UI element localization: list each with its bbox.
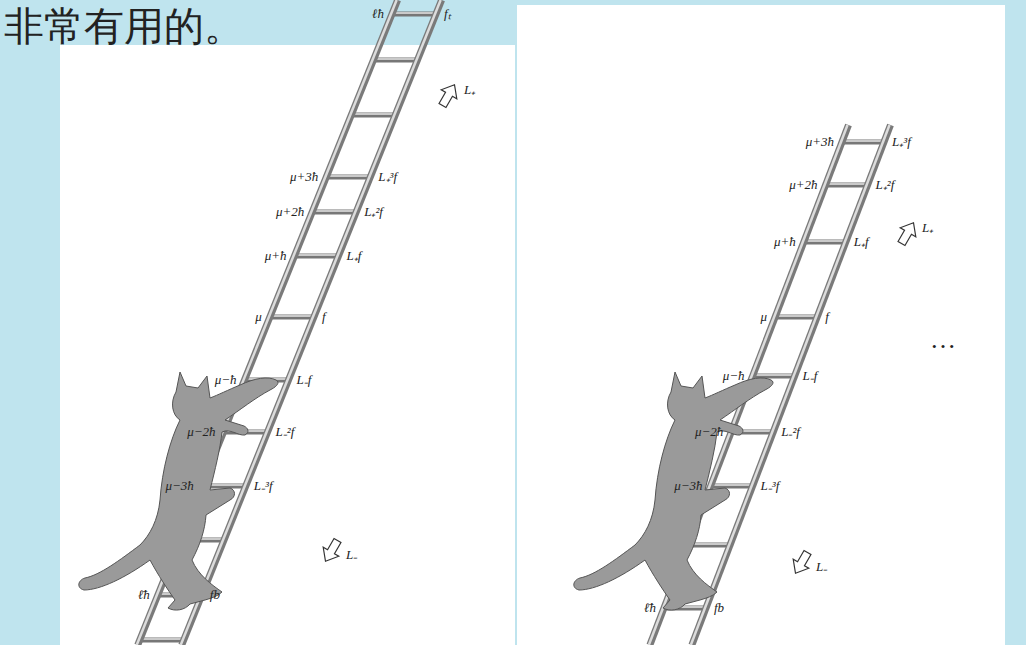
operator-label: L₋: [816, 560, 827, 574]
ladder-rung: [373, 58, 417, 63]
cat-silhouettes: [79, 372, 773, 610]
rung-highlight: [392, 12, 436, 14]
eigenvalue-label: μ−2ħ: [695, 425, 723, 439]
rail-highlight: [691, 125, 890, 645]
ellipsis-mark: …: [930, 326, 956, 355]
ladder-rail: [182, 0, 442, 645]
rung-highlight: [326, 175, 370, 177]
ladder-rung: [312, 210, 356, 215]
eigenfunction-label: L₊²f: [364, 205, 383, 219]
rung-highlight: [312, 210, 356, 212]
rung-highlight: [140, 638, 184, 640]
ladder-rail: [692, 125, 891, 645]
ladders: [137, 0, 891, 645]
eigenfunction-label: L₊³f: [378, 170, 397, 184]
eigenvalue-label: μ−ħ: [215, 373, 237, 387]
rung-highlight: [842, 140, 884, 142]
eigenvalue-label: μ+ħ: [265, 249, 287, 263]
eigenfunction-label: fₜ: [444, 7, 451, 21]
eigenfunction-label: f: [322, 310, 326, 324]
rung-highlight: [711, 484, 753, 486]
operator-label: L₊: [922, 221, 933, 235]
operator-label: L₊: [464, 83, 475, 97]
eigenvalue-label: μ+2ħ: [789, 178, 817, 192]
ladder-rung: [270, 315, 314, 320]
eigenfunction-label: f: [825, 310, 829, 324]
eigenfunction-label: L₋²f: [276, 425, 295, 439]
rung-highlight: [753, 374, 795, 376]
ladder-rung: [294, 254, 338, 259]
ladder-rung: [351, 113, 395, 118]
rail-highlight: [181, 0, 441, 645]
eigenfunction-label: L₊²f: [876, 178, 895, 192]
ladder-rung: [826, 183, 868, 188]
eigenvalue-label: μ−ħ: [723, 369, 745, 383]
eigenvalue-label: μ: [255, 310, 262, 324]
eigenfunction-label: L₊f: [346, 249, 361, 263]
ladder-rung: [775, 315, 817, 320]
eigenvalue-label: μ+2ħ: [276, 205, 304, 219]
eigenvalue-label: μ−3ħ: [165, 479, 193, 493]
eigenfunction-label: fb: [210, 588, 220, 602]
ladder-rung: [711, 484, 753, 489]
rung-highlight: [804, 240, 846, 242]
eigenvalue-label: μ+3ħ: [806, 135, 834, 149]
eigenfunction-label: L₋f: [297, 373, 312, 387]
rung-highlight: [373, 58, 417, 60]
eigenfunction-label: L₋³f: [761, 479, 780, 493]
eigenfunction-label: L₋²f: [781, 425, 800, 439]
rung-highlight: [270, 315, 314, 317]
eigenvalue-label: μ+3ħ: [290, 170, 318, 184]
eigenvalue-label: ℓħ: [372, 7, 384, 21]
ladder-rung: [842, 140, 884, 145]
slide-text: 非常有用的。: [4, 4, 244, 48]
ladder-rung: [140, 638, 184, 643]
ladder-rung: [392, 12, 436, 17]
eigenvalue-label: ℓ̄ħ: [138, 588, 150, 602]
eigenvalue-label: μ+ħ: [774, 235, 796, 249]
eigenfunction-label: L₊f: [854, 235, 869, 249]
rung-highlight: [294, 254, 338, 256]
ladder-rung: [804, 240, 846, 245]
eigenvalue-label: μ−3ħ: [674, 479, 702, 493]
rung-highlight: [775, 315, 817, 317]
operator-label: L₋: [346, 548, 357, 562]
eigenvalue-label: μ−2ħ: [187, 425, 215, 439]
eigenvalue-label: ℓ̄ħ: [644, 601, 656, 615]
eigenfunction-label: L₊³f: [892, 135, 911, 149]
eigenvalue-label: μ: [761, 310, 768, 324]
rung-highlight: [351, 113, 395, 115]
eigenfunction-label: L₋³f: [254, 479, 273, 493]
right-panel: [517, 5, 1005, 645]
left-panel: [60, 45, 515, 645]
ladder-rung: [326, 175, 370, 180]
eigenfunction-label: fb: [714, 601, 724, 615]
rung-highlight: [826, 183, 868, 185]
ladder-arrows: [318, 80, 922, 578]
eigenfunction-label: L₋f: [803, 369, 818, 383]
